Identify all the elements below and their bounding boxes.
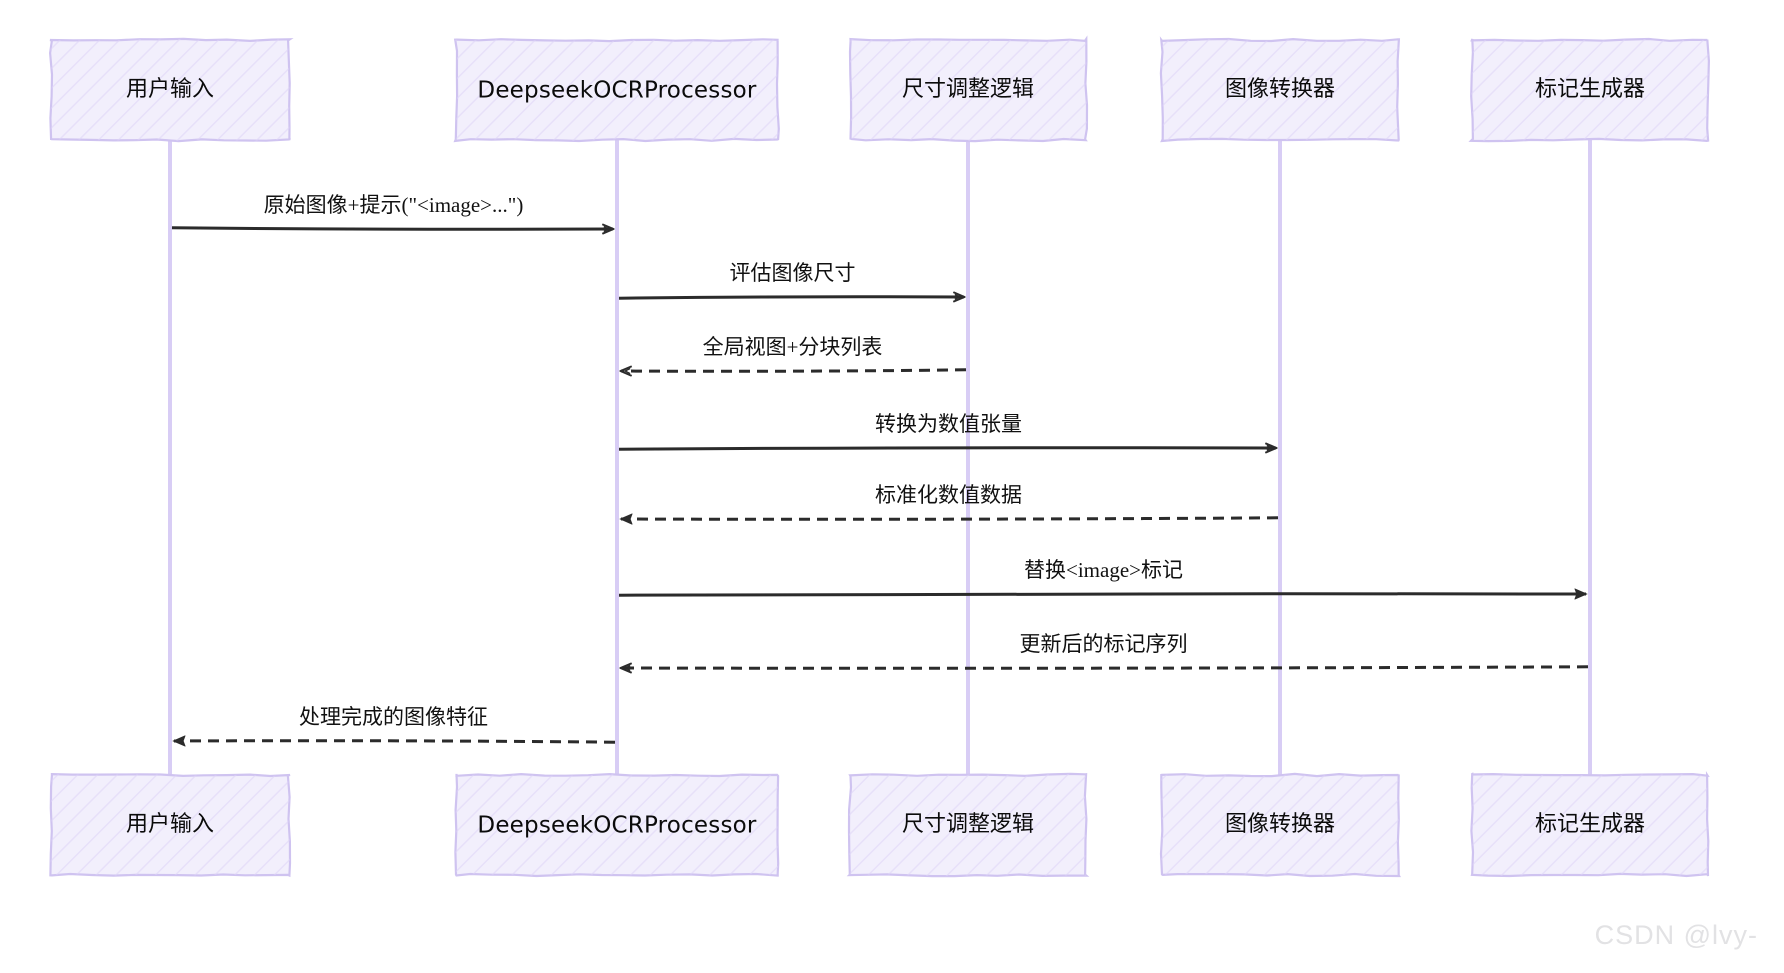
- participant-box-tokenizer-bottom: 标记生成器: [1470, 770, 1710, 878]
- participant-box-hatch: [455, 773, 779, 876]
- participant-box-hatch: [1160, 39, 1399, 141]
- message-label-7: 更新后的标记序列: [1020, 632, 1188, 656]
- participant-box-hatch: [1471, 39, 1709, 142]
- participant-label-resize: 尺寸调整逻辑: [902, 76, 1034, 101]
- message-5: 标准化数值数据: [621, 483, 1279, 519]
- participant-box-resize-bottom: 尺寸调整逻辑: [846, 772, 1090, 878]
- participant-label-converter: 图像转换器: [1225, 811, 1335, 836]
- message-7: 更新后的标记序列: [621, 632, 1589, 668]
- lifeline-group: [168, 138, 1592, 777]
- participant-box-hatch: [849, 773, 1087, 877]
- message-2: 评估图像尺寸: [618, 261, 964, 298]
- participant-box-hatch: [50, 774, 291, 876]
- participant-box-tokenizer-top: 标记生成器: [1468, 37, 1711, 143]
- participant-box-user-bottom: 用户输入: [49, 772, 292, 878]
- message-line-8: [174, 741, 616, 742]
- participant-box-hatch: [455, 39, 779, 142]
- message-label-5: 标准化数值数据: [875, 483, 1022, 507]
- participant-label-tokenizer: 标记生成器: [1535, 811, 1645, 836]
- participant-box-hatch: [1471, 774, 1709, 876]
- message-group: 原始图像+提示("<image>...") 评估图像尺寸全局视图+分块列表转换为数…: [171, 193, 1589, 742]
- participant-box-user-top: 用户输入: [48, 37, 294, 143]
- message-label-1: 原始图像+提示("<image>..."): [264, 193, 524, 217]
- participant-box-processor-bottom: DeepseekOCRProcessor: [454, 772, 780, 878]
- csdn-watermark: CSDN @lvy-: [1594, 920, 1758, 950]
- participant-label-processor: DeepseekOCRProcessor: [477, 78, 756, 104]
- participant-label-processor: DeepseekOCRProcessor: [477, 813, 756, 839]
- message-label-8: 处理完成的图像特征: [299, 705, 488, 729]
- message-line-6: [618, 594, 1586, 595]
- participant-label-tokenizer: 标记生成器: [1535, 76, 1645, 101]
- message-line-2: [618, 297, 964, 298]
- participant-label-resize: 尺寸调整逻辑: [902, 811, 1034, 836]
- participant-label-converter: 图像转换器: [1225, 76, 1335, 101]
- participant-label-user: 用户输入: [126, 811, 214, 836]
- message-6: 替换<image>标记: [618, 558, 1586, 595]
- message-1: 原始图像+提示("<image>..."): [171, 193, 613, 229]
- message-4: 转换为数值张量: [618, 412, 1276, 449]
- participant-box-processor-top: DeepseekOCRProcessor: [453, 38, 780, 143]
- message-line-1: [171, 228, 613, 229]
- participant-box-converter-top: 图像转换器: [1159, 36, 1401, 143]
- message-label-3: 全局视图+分块列表: [703, 335, 883, 359]
- message-line-3: [621, 370, 967, 371]
- participant-box-hatch: [50, 38, 290, 142]
- message-label-4: 转换为数值张量: [875, 412, 1022, 436]
- message-label-6: 替换<image>标记: [1024, 558, 1183, 582]
- message-line-7: [621, 667, 1589, 668]
- message-3: 全局视图+分块列表: [621, 335, 967, 371]
- message-line-5: [621, 518, 1279, 519]
- participant-box-hatch: [850, 38, 1087, 142]
- message-8: 处理完成的图像特征: [174, 705, 616, 742]
- message-line-4: [618, 448, 1276, 449]
- participant-box-resize-top: 尺寸调整逻辑: [848, 35, 1089, 143]
- participant-box-hatch: [1161, 773, 1400, 876]
- participant-box-converter-bottom: 图像转换器: [1159, 772, 1402, 878]
- message-label-2: 评估图像尺寸: [730, 261, 856, 285]
- participant-label-user: 用户输入: [126, 76, 214, 101]
- actor-box-group: 用户输入用户输入DeepseekOCRProcessorDeepseekOCRP…: [48, 35, 1711, 878]
